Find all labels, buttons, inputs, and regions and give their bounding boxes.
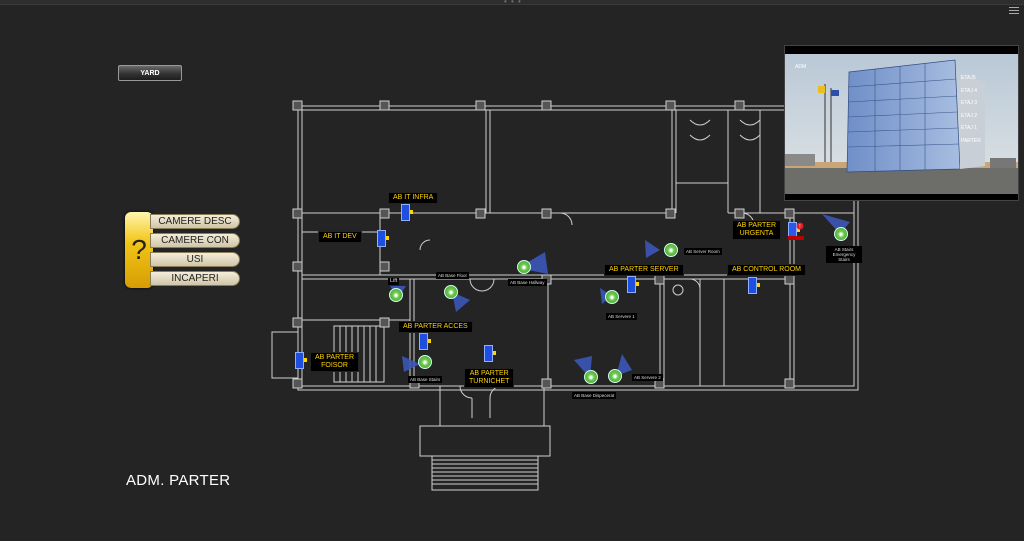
camera-base-dispecerat-icon[interactable]: ◉ <box>584 370 598 384</box>
camera-label-servere-2[interactable]: AB Servere 2 <box>632 374 663 381</box>
drag-grip-icon[interactable]: • • • <box>504 0 522 6</box>
hamburger-menu-icon[interactable] <box>1009 7 1019 15</box>
door-parter-server[interactable] <box>627 276 639 293</box>
legend-camere-con[interactable]: CAMERE CON <box>150 233 240 248</box>
legend-incaperi[interactable]: INCAPERI <box>150 271 240 286</box>
legend-help-icon: ? <box>125 212 153 288</box>
floor-labels: ETAJ5 ETAJ 4 ETAJ 3 ETAJ 2 ETAJ 1 PARTER <box>961 72 981 148</box>
camera-servere-1-icon[interactable]: ◉ <box>605 290 619 304</box>
room-label-lift[interactable]: Lift <box>388 278 400 285</box>
floor-label-parter[interactable]: PARTER <box>961 137 981 144</box>
camera-base-floor-icon[interactable]: ◉ <box>444 285 458 299</box>
door-parter-turnichet[interactable] <box>484 345 496 362</box>
legend-camere-desc[interactable]: CAMERE DESC <box>150 214 240 229</box>
preview-caption: ADM <box>795 64 807 70</box>
room-label-parter-turnichet-line2: TURNICHET <box>469 378 510 385</box>
window-top-bar: • • • <box>0 0 1024 6</box>
floor-label-etaj1[interactable]: ETAJ 1 <box>961 125 978 132</box>
camera-label-stairs-emergency[interactable]: AB Stairs Emergency Stairs <box>826 246 862 263</box>
yard-button[interactable]: YARD <box>118 65 182 81</box>
svg-text:!: ! <box>799 224 800 230</box>
room-label-parter-urgenta-line1: AB PARTER <box>737 222 777 229</box>
camera-servere-2-icon[interactable]: ◉ <box>608 369 622 383</box>
room-label-parter-foisor-line2: FOISOR <box>321 362 348 369</box>
room-label-parter-server[interactable]: AB PARTER SERVER <box>604 264 684 276</box>
camera-stairs-emergency-icon[interactable]: ◉ <box>834 227 848 241</box>
room-label-parter-urgenta[interactable]: AB PARTER URGENTA <box>732 220 782 240</box>
door-it-infra[interactable] <box>401 204 413 221</box>
floor-label-etaj5[interactable]: ETAJ5 <box>961 75 976 81</box>
building-preview[interactable]: ADM ETAJ5 ETAJ 4 ETAJ 3 ETAJ 2 ETAJ 1 PA… <box>784 45 1019 201</box>
room-label-parter-urgenta-line2: URGENTA <box>739 230 774 237</box>
camera-label-server-room[interactable]: AB Server Room <box>684 248 722 255</box>
door-control-room[interactable] <box>748 277 760 294</box>
room-label-parter-foisor-line1: AB PARTER <box>315 354 355 361</box>
door-parter-acces[interactable] <box>419 333 431 350</box>
room-label-parter-foisor[interactable]: AB PARTER FOISOR <box>310 352 360 372</box>
camera-label-base-stairs[interactable]: AB Base Stairs <box>408 376 443 383</box>
room-label-it-infra[interactable]: AB IT INFRA <box>388 192 439 204</box>
camera-base-hallway-icon[interactable]: ◉ <box>517 260 531 274</box>
camera-label-base-floor[interactable]: AB Base Floor <box>436 272 470 279</box>
floor-label-etaj2[interactable]: ETAJ 2 <box>961 112 978 119</box>
room-label-parter-turnichet-line1: AB PARTER <box>469 370 509 377</box>
camera-label-base-hallway[interactable]: AB Base Hallway <box>508 279 547 286</box>
floor-label-etaj4[interactable]: ETAJ 4 <box>961 87 978 94</box>
room-label-control-room[interactable]: AB CONTROL ROOM <box>727 264 806 276</box>
camera-label-servere-1[interactable]: AB Servere 1 <box>606 313 637 320</box>
camera-server-room-icon[interactable]: ◉ <box>664 243 678 257</box>
alarm-warning-icon[interactable]: ! <box>788 222 804 240</box>
room-label-parter-acces[interactable]: AB PARTER ACCES <box>398 321 473 333</box>
page-title: ADM. PARTER <box>126 472 231 489</box>
building-photo <box>785 54 1018 194</box>
camera-lift-icon[interactable]: ◉ <box>389 288 403 302</box>
legend-usi[interactable]: USI <box>150 252 240 267</box>
door-parter-foisor[interactable] <box>295 352 307 369</box>
room-label-parter-turnichet[interactable]: AB PARTER TURNICHET <box>464 368 515 388</box>
room-label-it-dev[interactable]: AB IT DEV <box>318 231 362 243</box>
camera-base-stairs-icon[interactable]: ◉ <box>418 355 432 369</box>
floor-label-etaj3[interactable]: ETAJ 3 <box>961 100 978 107</box>
camera-label-base-dispecerat[interactable]: AB Base Dispecerat <box>572 392 617 399</box>
door-it-dev[interactable] <box>377 230 389 247</box>
